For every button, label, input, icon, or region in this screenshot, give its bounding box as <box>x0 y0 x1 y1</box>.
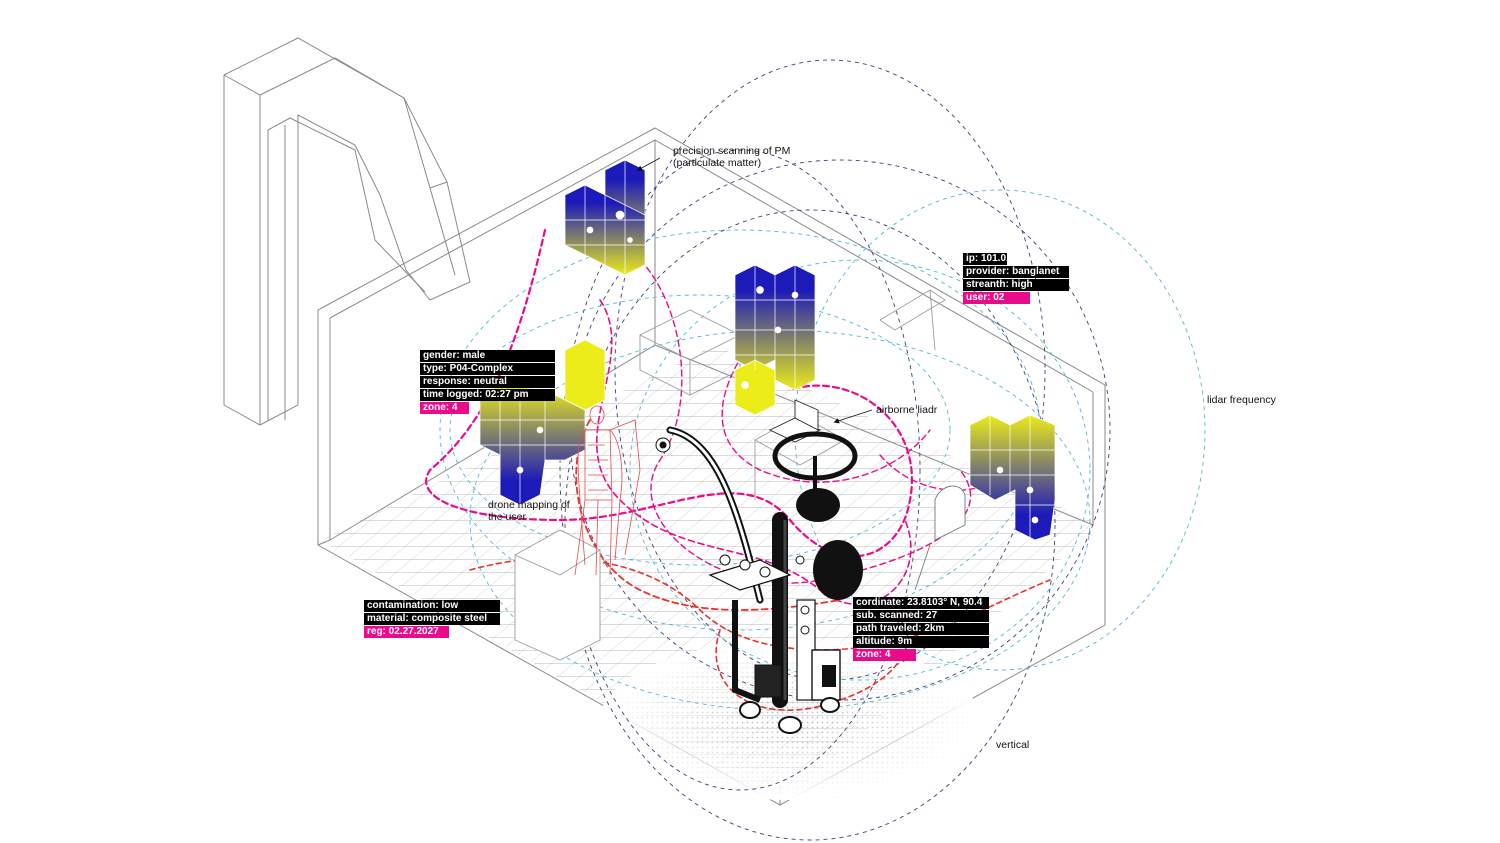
airborne-note: airborne liadr <box>876 404 938 416</box>
drone-mapping-line-2: the user <box>488 511 526 523</box>
navy-orbits <box>559 59 1111 841</box>
strength-tag: streanth: high <box>963 279 1069 291</box>
path-traveled-tag: path traveled: 2km <box>853 623 989 635</box>
lidar-frequency-note: lidar frequency <box>1207 394 1276 406</box>
scanned-tag: sub. scanned: 27 <box>853 610 989 622</box>
material-tag: material: composite steel <box>364 613 500 625</box>
reg-tag: reg: 02.27.2027 <box>364 626 449 638</box>
coordinate-tag: cordinate: 23.8103° N, 90.4 <box>853 597 989 609</box>
pm-cube-cluster-2 <box>734 264 816 416</box>
robot-zone-tag: zone: 4 <box>853 649 916 661</box>
contamination-tag: contamination: low <box>364 600 500 612</box>
pm-scanning-line-2: (particulate matter) <box>673 157 762 169</box>
pm-cube-cluster-4 <box>969 414 1056 541</box>
chair-icon <box>914 485 966 591</box>
material-tag-group: contamination: low material: composite s… <box>364 600 500 639</box>
drone-mapping-line-1: drone mapping of <box>488 499 570 511</box>
type-tag: type: P04-Complex <box>420 363 555 375</box>
zone-tag: zone: 4 <box>420 402 469 414</box>
provider-tag: provider: banglanet <box>963 266 1069 278</box>
drone-icon <box>655 437 671 453</box>
user-tag: user: 02 <box>963 292 1030 304</box>
network-tag-group: ip: 101.0.0.1 provider: banglanet strean… <box>963 253 1069 305</box>
drone-mapping-note: drone mapping of the user <box>488 499 570 523</box>
person-tag-group: gender: male type: P04-Complex response:… <box>420 350 555 415</box>
duct-structure <box>223 37 471 426</box>
pm-scanning-note: precision scanning of PM (particulate ma… <box>673 145 790 169</box>
robot-icon <box>666 426 863 734</box>
response-tag: response: neutral <box>420 376 555 388</box>
time-logged-tag: time logged: 02:27 pm <box>420 389 555 401</box>
robot-tag-group: cordinate: 23.8103° N, 90.4 sub. scanned… <box>853 597 989 662</box>
pm-cube-cluster-3 <box>479 339 606 506</box>
arrow-icon <box>636 157 661 171</box>
pm-cube-cluster-1 <box>564 159 646 276</box>
vertical-note: vertical <box>996 739 1030 751</box>
pm-scanning-line-1: precision scanning of PM <box>673 145 791 157</box>
person-icon <box>574 405 641 576</box>
gender-tag: gender: male <box>420 350 555 362</box>
altitude-tag: altitude: 9m <box>853 636 989 648</box>
arrow-icon <box>833 409 873 424</box>
furniture <box>514 289 946 661</box>
leader-arrows <box>636 157 873 424</box>
ip-tag: ip: 101.0.0.1 <box>963 253 1007 265</box>
